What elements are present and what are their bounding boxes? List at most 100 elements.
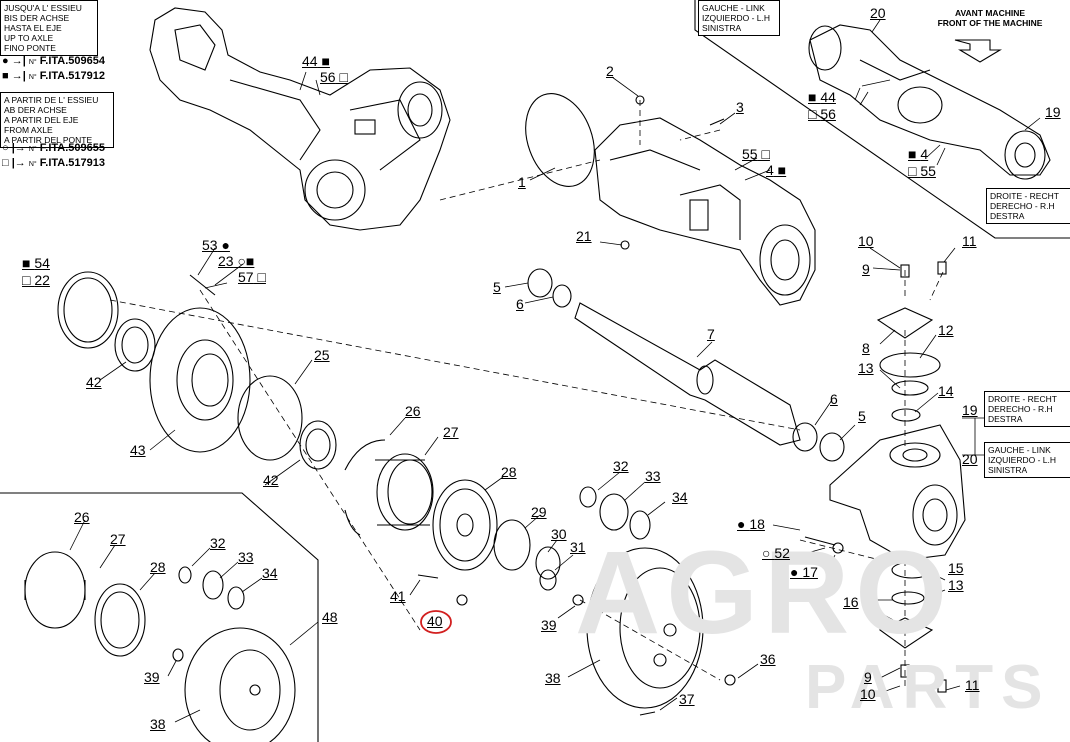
watermark-parts: PARTS [805, 653, 1051, 722]
inset-reduction-part [24, 551, 296, 742]
axle-housing-part [149, 7, 451, 231]
callout-10-top: 10 [858, 233, 874, 249]
callout-31: 31 [570, 539, 586, 555]
callout-5-right: 5 [858, 408, 866, 424]
callout-33-main: 33 [645, 468, 661, 484]
callout-17: ● 17 [790, 564, 818, 580]
callout-32-main: 32 [613, 458, 629, 474]
axle-beam-part [525, 93, 816, 306]
callout-13-bottom: 13 [948, 577, 964, 593]
serial-up-1: ● →| N° F.ITA.509654 [2, 55, 105, 67]
callout-6-left: 6 [516, 296, 524, 312]
callout-32-inset: 32 [210, 535, 226, 551]
callout-22: □ 22 [22, 272, 50, 288]
callout-23: 23 ○■ [218, 253, 255, 269]
callout-38-main: 38 [545, 670, 561, 686]
steering-knuckle-part [804, 261, 966, 693]
callout-30: 30 [551, 526, 567, 542]
assembly-axis-lines [109, 100, 944, 690]
callout-19-inset: 19 [1045, 104, 1061, 120]
callout-20-mid: 20 [962, 451, 978, 467]
callout-57: 57 □ [238, 269, 266, 285]
callout-19-mid: 19 [962, 402, 978, 418]
callout-5-left: 5 [493, 279, 501, 295]
callout-6-right: 6 [830, 391, 838, 407]
callout-44-housing: 44 ■ [302, 53, 330, 69]
callout-27-inset: 27 [110, 531, 126, 547]
callout-39-main: 39 [541, 617, 557, 633]
callout-42-left: 42 [86, 374, 102, 390]
callout-11-bottom: 11 [965, 677, 980, 693]
callout-10-bottom: 10 [860, 686, 876, 702]
inset-frame-bottom-left [0, 492, 319, 742]
callout-29: 29 [531, 504, 547, 520]
callout-41: 41 [390, 588, 406, 604]
drive-shaft-part [527, 268, 845, 462]
callout-56-housing: 56 □ [320, 69, 348, 85]
callout-28-inset: 28 [150, 559, 166, 575]
serial-from-2: □ |→ N° F.ITA.517913 [2, 157, 105, 169]
callout-16: 16 [843, 594, 859, 610]
callout-37: 37 [679, 691, 695, 707]
callout-48: 48 [322, 609, 338, 625]
callout-38-inset: 38 [150, 716, 166, 732]
callout-54: ■ 54 [22, 255, 50, 271]
callout-40: 40 [427, 613, 443, 629]
planet-gear-part [579, 486, 651, 540]
callout-27-main: 27 [443, 424, 459, 440]
callout-18: ● 18 [737, 516, 765, 532]
callout-2: 2 [606, 63, 614, 79]
inset-frame-top-right [694, 0, 1070, 239]
callout-34-inset: 34 [262, 565, 278, 581]
callout-26-inset: 26 [74, 509, 90, 525]
callout-53: 53 ● [202, 237, 230, 253]
axle-overview-part [808, 24, 1051, 180]
callout-39-inset: 39 [144, 669, 160, 685]
wheel-hub-part [57, 271, 337, 470]
callout-3: 3 [736, 99, 744, 115]
serial-up-2: ■ →| N° F.ITA.517912 [2, 70, 105, 82]
callout-56-inset: □ 56 [808, 106, 836, 122]
planet-carrier-part [417, 479, 561, 606]
callout-12: 12 [938, 322, 954, 338]
callout-43: 43 [130, 442, 146, 458]
callout-13-top: 13 [858, 360, 874, 376]
callout-4-top: 4 ■ [766, 162, 787, 178]
callout-1: 1 [518, 174, 526, 190]
callout-55-top: 55 □ [742, 146, 770, 162]
callout-9-top: 9 [862, 261, 870, 277]
leader-lines [69, 19, 1041, 723]
callout-52: ○ 52 [762, 545, 790, 561]
callout-28-main: 28 [501, 464, 517, 480]
watermark-agro: AGRO [575, 527, 953, 659]
callout-11-top: 11 [962, 233, 977, 249]
callout-33-inset: 33 [238, 549, 254, 565]
callout-4-inset: ■ 4 [908, 146, 929, 162]
callout-34-main: 34 [672, 489, 688, 505]
callout-15: 15 [948, 560, 964, 576]
callout-25: 25 [314, 347, 330, 363]
callout-21: 21 [576, 228, 592, 244]
serial-from-1: ○ |→ N° F.ITA.509655 [2, 142, 105, 154]
callout-36: 36 [760, 651, 776, 667]
callout-8: 8 [862, 340, 870, 356]
part-40-highlight [420, 610, 452, 634]
callout-14: 14 [938, 383, 954, 399]
callout-26-main: 26 [405, 403, 421, 419]
callout-42-right: 42 [263, 472, 279, 488]
callout-44-inset: ■ 44 [808, 89, 836, 105]
ring-gear-part [344, 439, 434, 536]
callout-9-bottom: 9 [864, 669, 872, 685]
callout-7: 7 [707, 326, 715, 342]
hub-cover-part [572, 547, 736, 716]
callout-20-inset: 20 [870, 5, 886, 21]
callout-55-inset: □ 55 [908, 163, 936, 179]
